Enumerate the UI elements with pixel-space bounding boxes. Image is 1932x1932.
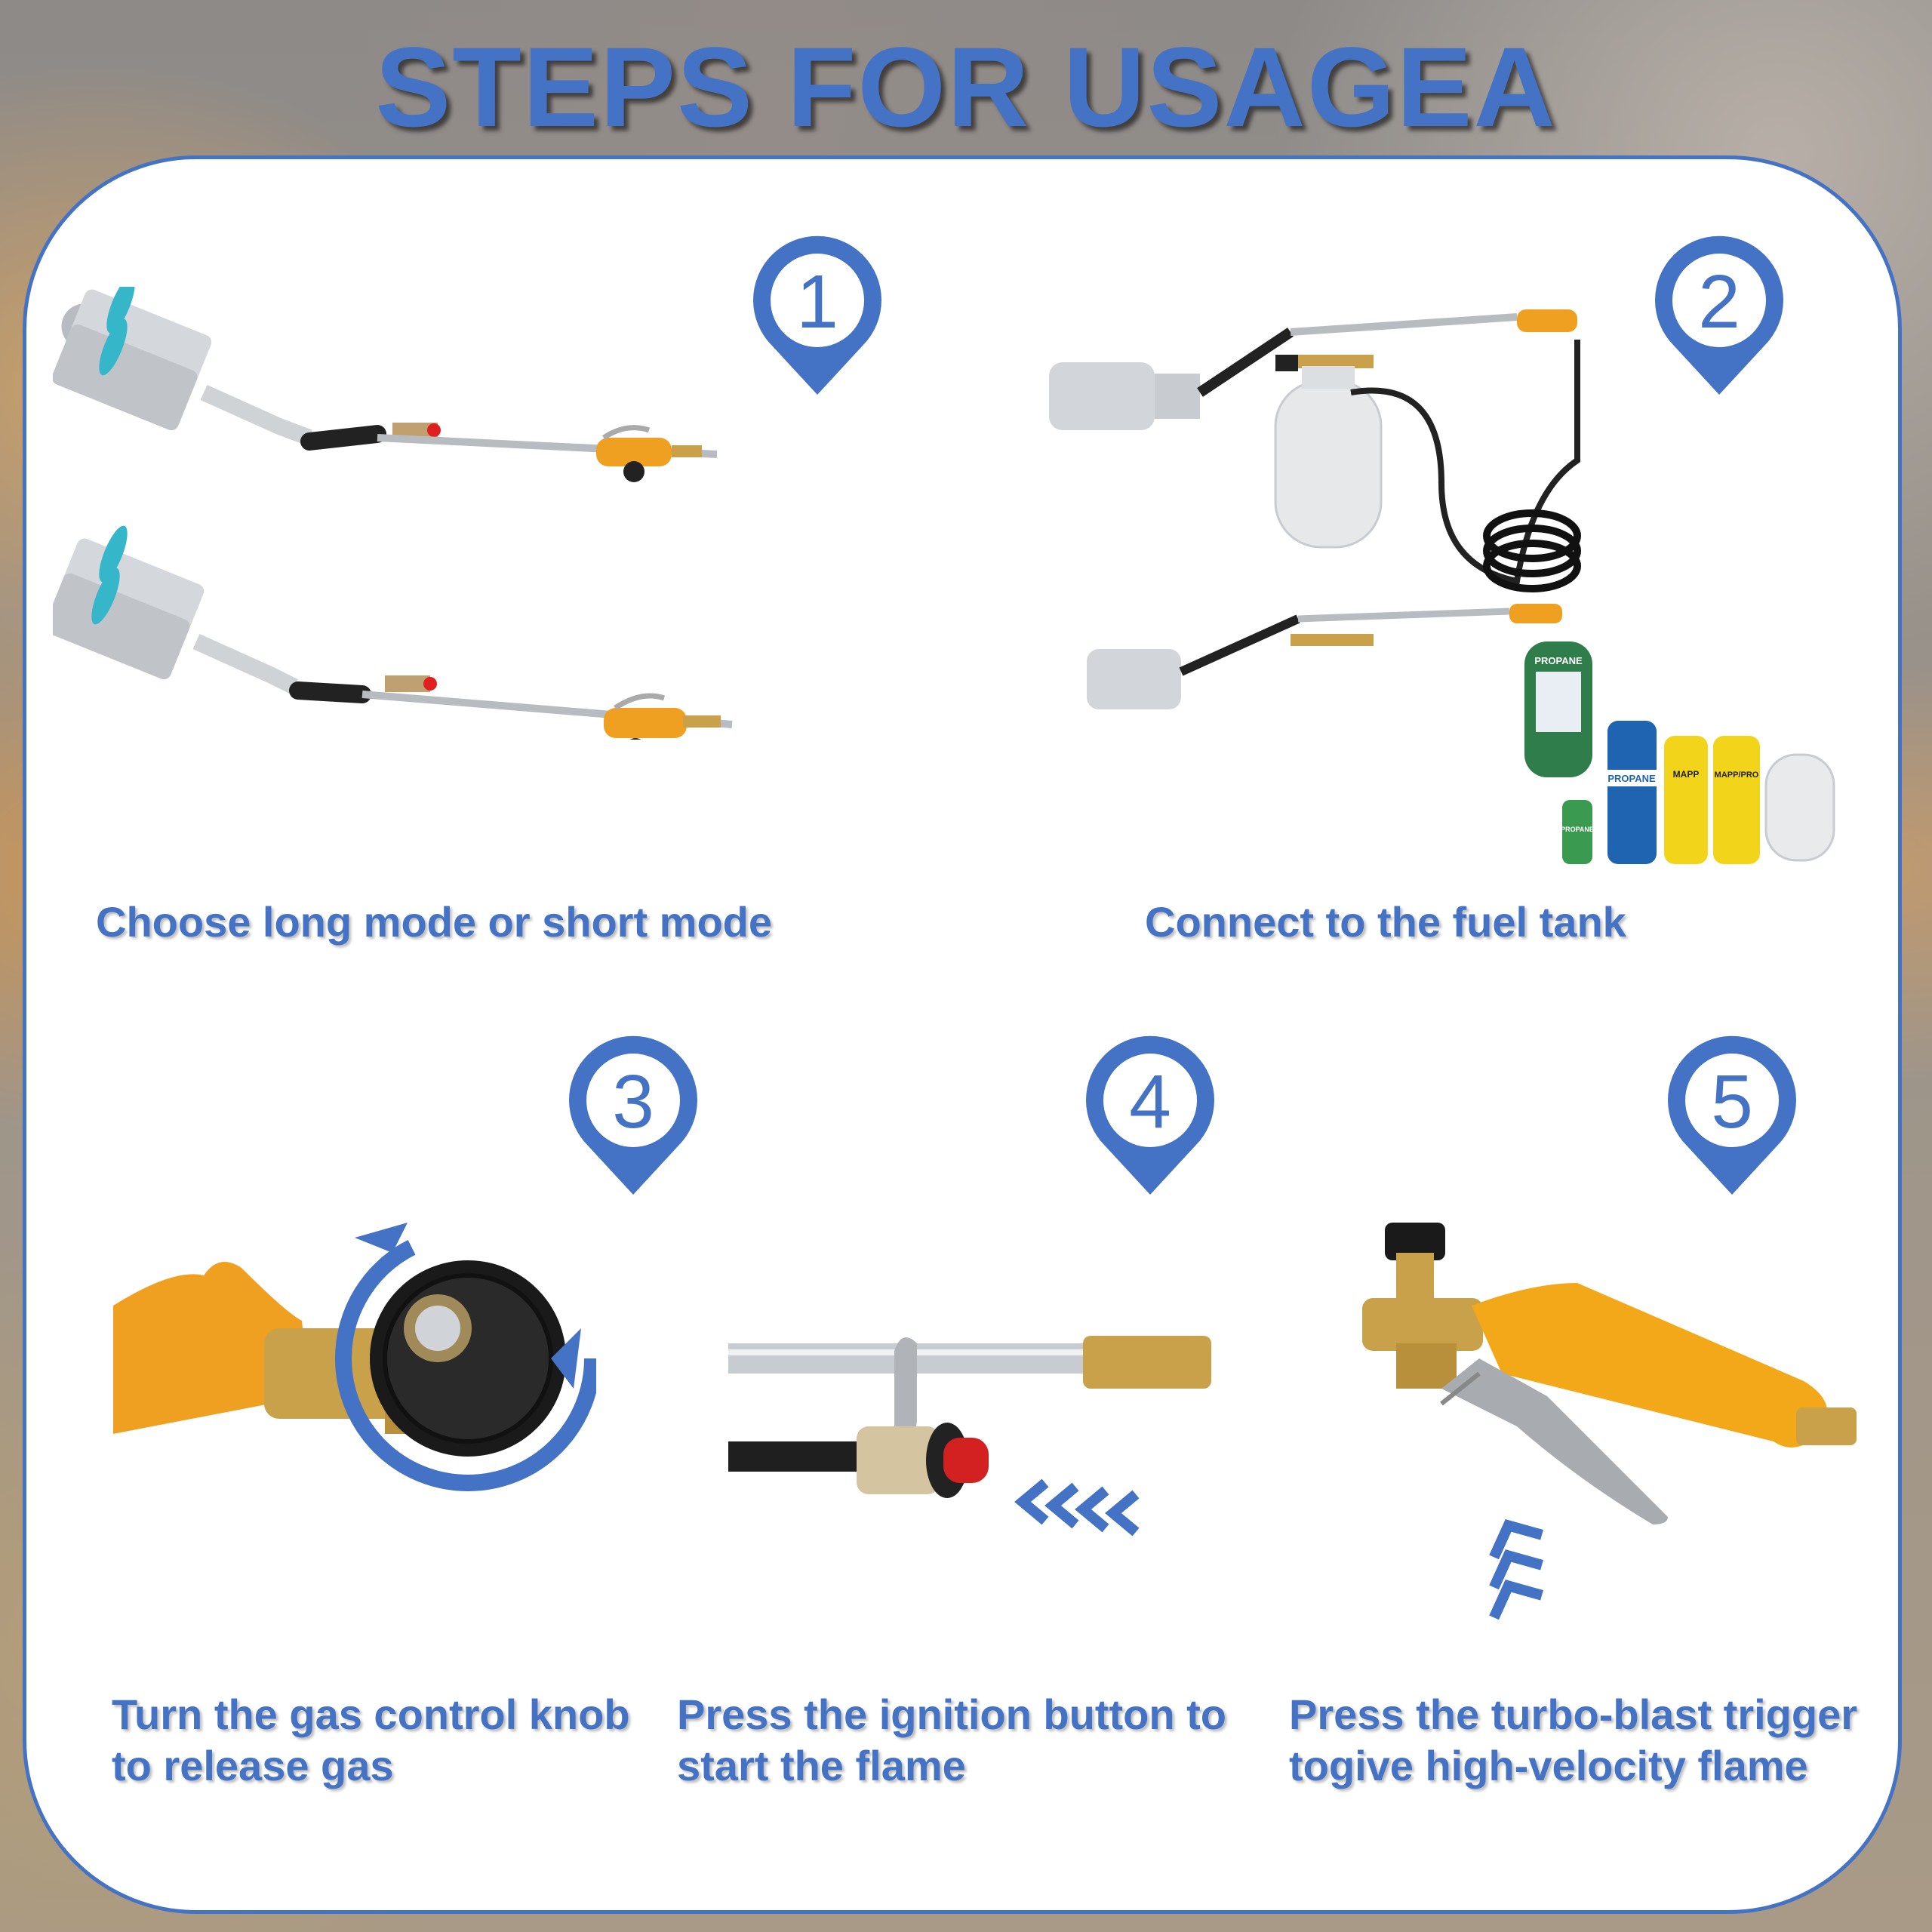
mapp-pro-label: MAPP/PRO <box>1715 771 1759 780</box>
page-title: STEPS FOR USAGEA <box>375 23 1557 150</box>
step-4-caption-line-2: start the flame <box>677 1742 966 1789</box>
step-2-caption: Connect to the fuel tank <box>1145 898 1626 946</box>
step-5-caption-line-1: Press the turbo-blast trigger <box>1289 1690 1858 1738</box>
step-4-caption: Press the ignition button to start the f… <box>677 1689 1226 1792</box>
step-3-caption: Turn the gas control knob to release gas <box>112 1689 630 1792</box>
torch-short-mode <box>53 287 718 482</box>
ignition-button-image <box>728 1336 1211 1537</box>
step-1-number: 1 <box>796 260 838 344</box>
fuel-tank-connection-image: PROPANE PROPANE MAPP MAPP/PRO PROPANE <box>1049 309 1835 864</box>
step-2-pin-icon: 2 <box>1655 235 1783 395</box>
torch-long-short-image <box>53 287 733 740</box>
step-3-number: 3 <box>612 1060 654 1144</box>
tiny-propane-label: PROPANE <box>1561 826 1594 833</box>
turbo-trigger-image <box>1362 1223 1857 1620</box>
step-2-number: 2 <box>1698 260 1740 344</box>
step-4-number: 4 <box>1129 1060 1171 1144</box>
propane-bottle-label: PROPANE <box>1534 655 1583 666</box>
step-5-pin-icon: 5 <box>1668 1035 1796 1195</box>
step-3-pin-icon: 3 <box>569 1035 697 1195</box>
step-4-pin-icon: 4 <box>1086 1035 1214 1195</box>
step-1-caption: Choose long mode or short mode <box>96 898 773 946</box>
step-4-caption-line-1: Press the ignition button to <box>677 1690 1226 1738</box>
steps-panel <box>23 155 1902 1914</box>
torch-long-mode <box>53 525 733 740</box>
blue-propane-label: PROPANE <box>1607 773 1656 784</box>
gas-knob-image <box>113 1223 596 1491</box>
step-3-caption-line-1: Turn the gas control knob <box>112 1690 630 1738</box>
step-5-caption: Press the turbo-blast trigger togive hig… <box>1289 1689 1857 1792</box>
step-5-number: 5 <box>1711 1060 1753 1144</box>
step-5-caption-line-2: togive high-velocity flame <box>1289 1742 1808 1789</box>
step-1-pin-icon: 1 <box>753 235 881 395</box>
step-3-caption-line-2: to release gas <box>112 1742 394 1789</box>
mapp-label: MAPP <box>1673 769 1700 780</box>
